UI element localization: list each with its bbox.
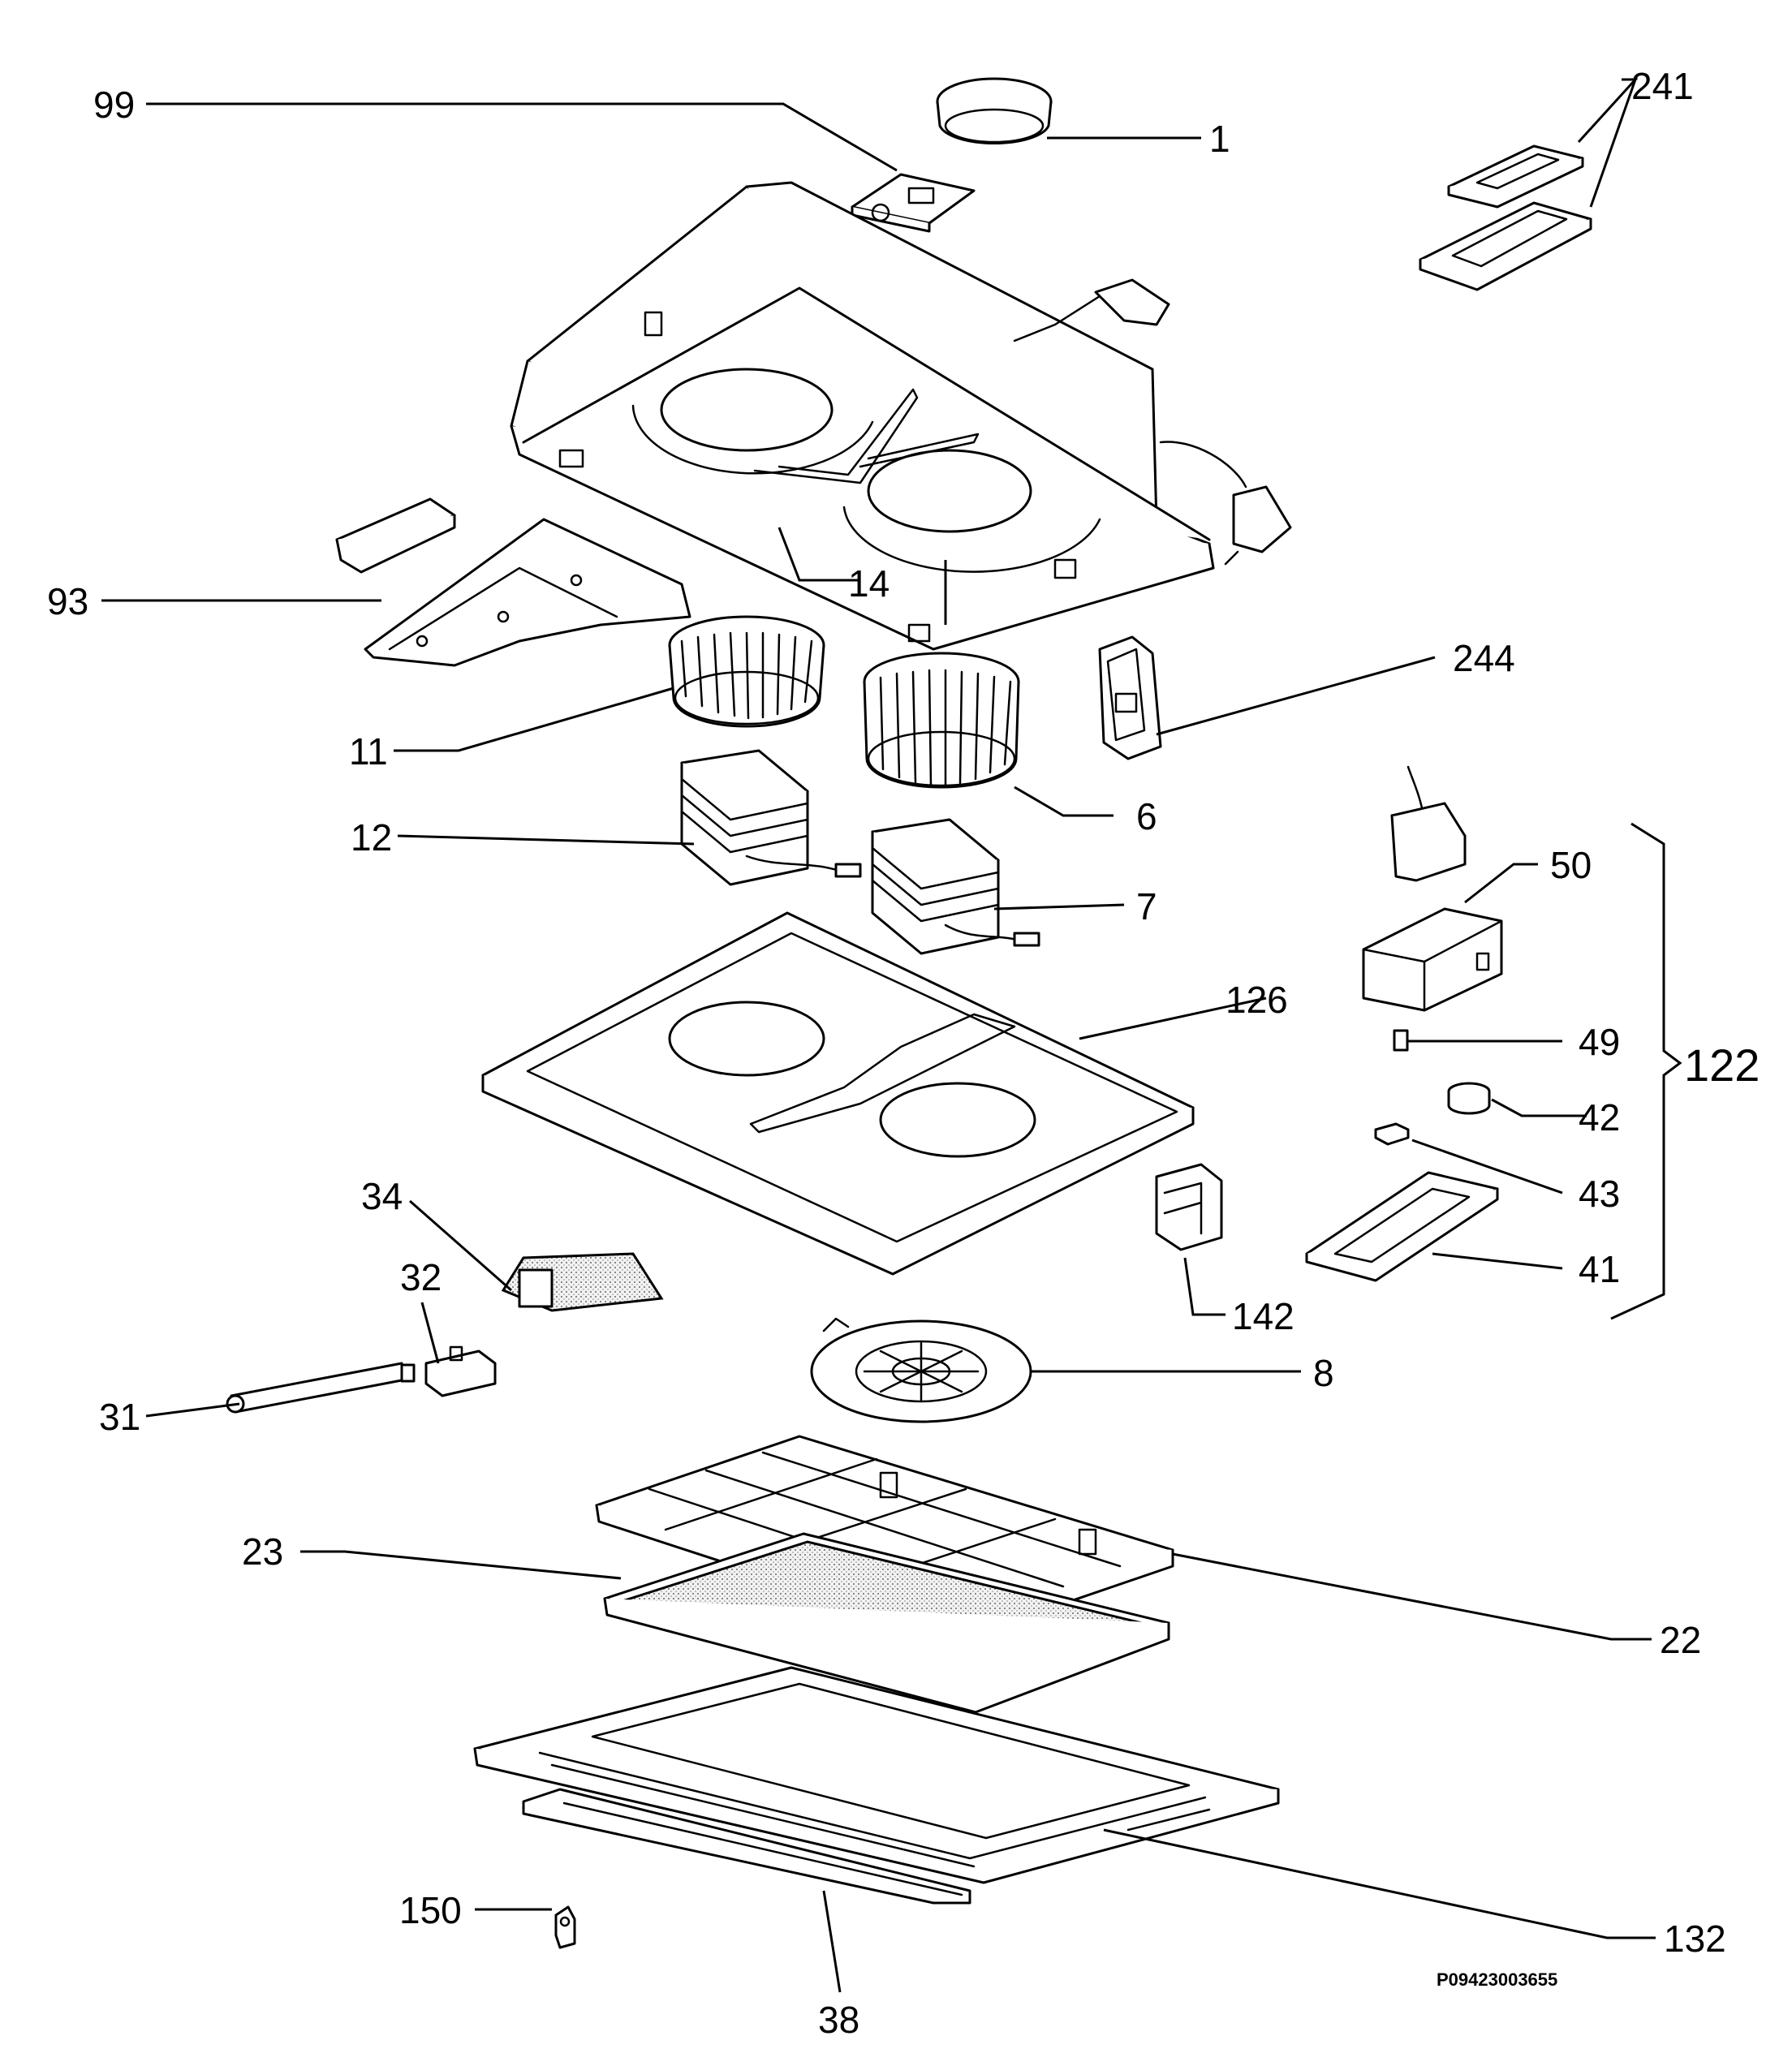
label-126: 126 bbox=[1226, 979, 1288, 1021]
part-126-panel bbox=[481, 911, 1195, 1276]
part-99-board bbox=[851, 173, 976, 233]
main-housing bbox=[510, 181, 1215, 651]
leader-lines bbox=[101, 78, 1656, 1993]
part-142-clip bbox=[1155, 1163, 1223, 1251]
label-32: 32 bbox=[400, 1256, 442, 1298]
label-244: 244 bbox=[1453, 637, 1515, 679]
part-41-lamp-cover bbox=[1305, 1171, 1499, 1282]
label-132: 132 bbox=[1664, 1918, 1726, 1960]
label-22: 22 bbox=[1660, 1619, 1701, 1661]
part-labels: 99 1 241 93 14 244 11 6 12 7 50 126 49 1… bbox=[47, 65, 1760, 2041]
part-49 bbox=[1393, 1029, 1409, 1052]
label-11: 11 bbox=[349, 730, 388, 773]
label-42: 42 bbox=[1579, 1096, 1620, 1139]
label-93: 93 bbox=[47, 580, 88, 622]
drawing-code: P09423003655 bbox=[1437, 1969, 1557, 1990]
part-12-motor bbox=[680, 749, 862, 886]
part-38-strip bbox=[522, 1788, 971, 1905]
label-50: 50 bbox=[1550, 844, 1592, 886]
label-7: 7 bbox=[1136, 885, 1157, 928]
part-50-control-box bbox=[1362, 765, 1503, 1012]
label-8: 8 bbox=[1313, 1352, 1334, 1394]
part-244-bracket bbox=[1098, 635, 1162, 760]
label-14: 14 bbox=[848, 562, 890, 605]
part-7-motor bbox=[871, 818, 1040, 955]
label-150: 150 bbox=[399, 1889, 462, 1931]
label-43: 43 bbox=[1579, 1173, 1620, 1215]
part-93-bracket bbox=[335, 497, 691, 667]
label-23: 23 bbox=[242, 1530, 283, 1573]
part-43 bbox=[1374, 1122, 1410, 1146]
label-142: 142 bbox=[1232, 1295, 1294, 1337]
label-34: 34 bbox=[361, 1175, 403, 1217]
label-49: 49 bbox=[1579, 1021, 1620, 1063]
housing-wiring bbox=[1013, 278, 1292, 566]
part-42 bbox=[1447, 1082, 1491, 1115]
label-6: 6 bbox=[1136, 795, 1157, 837]
part-132-frame bbox=[473, 1666, 1280, 1884]
part-1-collar bbox=[936, 77, 1053, 145]
label-1: 1 bbox=[1209, 118, 1230, 160]
label-31: 31 bbox=[99, 1396, 140, 1438]
label-99: 99 bbox=[93, 84, 135, 126]
part-6-fan-wheel bbox=[863, 652, 1020, 789]
part-11-fan-wheel bbox=[668, 615, 825, 728]
label-122: 122 bbox=[1684, 1040, 1760, 1091]
part-32-socket bbox=[424, 1345, 497, 1397]
label-12: 12 bbox=[351, 816, 392, 859]
label-41: 41 bbox=[1579, 1248, 1620, 1290]
label-241: 241 bbox=[1631, 65, 1694, 107]
label-38: 38 bbox=[818, 1999, 859, 2041]
part-23-filter-mat bbox=[603, 1532, 1170, 1714]
part-8-grille bbox=[810, 1317, 1032, 1423]
part-31-tube bbox=[226, 1362, 416, 1414]
part-241-plates bbox=[1419, 144, 1592, 291]
part-34-lamp-holder bbox=[501, 1252, 664, 1312]
group-122-bracket bbox=[1610, 822, 1682, 1320]
part-150-clip bbox=[554, 1905, 576, 1949]
